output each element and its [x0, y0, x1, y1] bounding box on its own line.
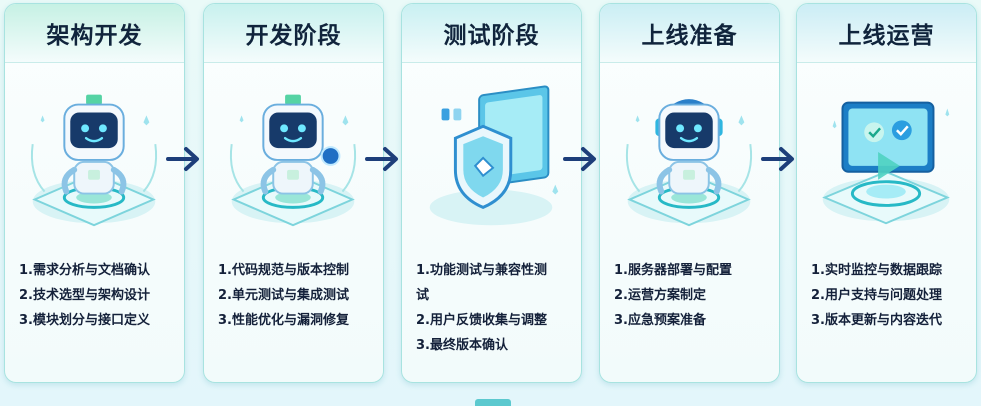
stage-task-item: 3.应急预案准备: [614, 313, 706, 328]
stage-task-item: 2.单元测试与集成测试: [218, 288, 349, 303]
stage-task-list: 1.实时监控与数据跟踪 2.用户支持与问题处理 3.版本更新与内容迭代: [811, 258, 968, 333]
stage-task-item: 1.实时监控与数据跟踪: [811, 263, 942, 278]
bottom-tab: [475, 399, 511, 406]
stage-task-item: 3.模块划分与接口定义: [19, 313, 150, 328]
stage-task-item: 2.用户支持与问题处理: [811, 288, 942, 303]
stage-card: 测试阶段 1.功能测试与兼容性测试 2.用户反馈收集与调整 3.最终版本确认: [401, 3, 582, 383]
stage-task-item: 1.功能测试与兼容性测: [416, 263, 547, 278]
stage-title: 开发阶段: [245, 23, 342, 49]
stage-header: 开发阶段: [204, 4, 383, 63]
stage-task-item: 3.性能优化与漏洞修复: [218, 313, 349, 328]
shield-screen-icon: [402, 74, 581, 234]
flow-arrow-icon: [761, 144, 797, 174]
stage-task-list: 1.需求分析与文档确认 2.技术选型与架构设计 3.模块划分与接口定义: [19, 258, 176, 333]
stage-header: 上线运营: [797, 4, 976, 63]
stage-task-item: 1.代码规范与版本控制: [218, 263, 349, 278]
robot-with-headset-icon: [600, 74, 779, 234]
stage-task-item: 2.用户反馈收集与调整: [416, 313, 547, 328]
stage-card: 架构开发 1.需求分析与文档确认 2.技术选型与架构设计 3.模块划分与接口定义: [4, 3, 185, 383]
robot-holding-ball-icon: [204, 74, 383, 234]
stage-task-item: 3.版本更新与内容迭代: [811, 313, 942, 328]
stage-card: 开发阶段 1.代码规范与版本控制 2.单元测试与集成测试 3.性能优化与漏洞修复: [203, 3, 384, 383]
robot-on-platform-icon: [5, 74, 184, 234]
stage-task-item: 2.运营方案制定: [614, 288, 706, 303]
stage-task-list: 1.服务器部署与配置 2.运营方案制定 3.应急预案准备: [614, 258, 771, 333]
flow-arrow-icon: [365, 144, 401, 174]
stage-task-item: 1.服务器部署与配置: [614, 263, 732, 278]
stage-task-item: 试: [416, 288, 430, 303]
stage-title: 测试阶段: [443, 23, 540, 49]
stage-card: 上线准备 1.服务器部署与配置 2.运营方案制定 3.应急预案准备: [599, 3, 780, 383]
stage-header: 架构开发: [5, 4, 184, 63]
stage-title: 上线准备: [641, 23, 738, 49]
monitor-on-platform-icon: [797, 74, 976, 234]
stage-task-item: 1.需求分析与文档确认: [19, 263, 150, 278]
stage-title: 架构开发: [46, 23, 143, 49]
stage-card: 上线运营 1.实时监控与数据跟踪 2.用户支持与问题处理 3.版本更新与内容迭代: [796, 3, 977, 383]
stage-task-item: 2.技术选型与架构设计: [19, 288, 150, 303]
stage-task-list: 1.代码规范与版本控制 2.单元测试与集成测试 3.性能优化与漏洞修复: [218, 258, 375, 333]
flow-arrow-icon: [166, 144, 202, 174]
stage-title: 上线运营: [838, 23, 935, 49]
flow-arrow-icon: [563, 144, 599, 174]
stage-task-item: 3.最终版本确认: [416, 338, 508, 353]
stage-header: 上线准备: [600, 4, 779, 63]
stage-task-list: 1.功能测试与兼容性测试 2.用户反馈收集与调整 3.最终版本确认: [416, 258, 573, 358]
stage-header: 测试阶段: [402, 4, 581, 63]
